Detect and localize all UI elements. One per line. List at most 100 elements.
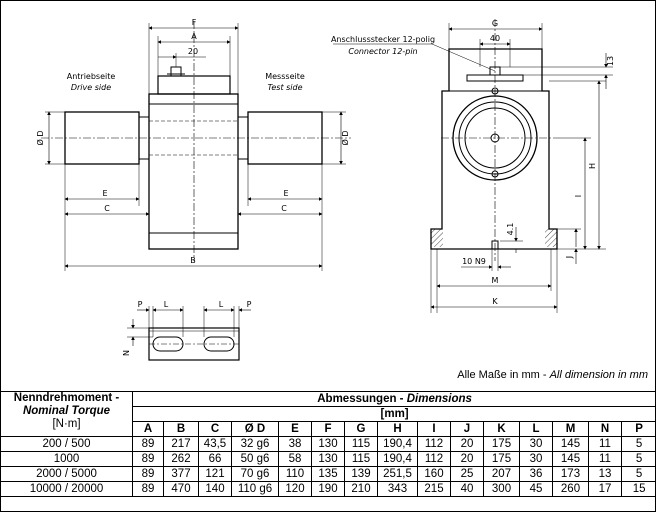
dimension-cell: 43,5 <box>198 436 232 452</box>
dimension-cell: 377 <box>163 466 199 482</box>
dimension-cell: 112 <box>417 451 451 467</box>
test-side-label: Messseite <box>265 72 305 81</box>
dimension-cell: 50 g6 <box>231 451 279 467</box>
units-note-en: All dimension in mm <box>549 369 648 381</box>
dimensions-header-en: Dimensions <box>406 392 472 405</box>
dimension-cell: 262 <box>163 451 199 467</box>
dim-H: H <box>588 163 597 169</box>
torque-cell: 2000 / 5000 <box>0 466 133 482</box>
column-header: M <box>552 421 589 437</box>
column-header: L <box>519 421 553 437</box>
torque-header-unit: [N·m] <box>52 418 81 430</box>
column-header: H <box>377 421 418 437</box>
dimension-cell: 130 <box>311 451 345 467</box>
dimension-cell: 300 <box>483 481 520 497</box>
dim-4-1: 4.1 <box>506 223 515 236</box>
dimension-cell: 470 <box>163 481 199 497</box>
dimension-cell: 215 <box>417 481 451 497</box>
dim-N: N <box>122 350 131 356</box>
dim-L-1: L <box>164 300 169 309</box>
column-header: J <box>450 421 484 437</box>
dimension-cell: 135 <box>311 466 345 482</box>
dimension-cell: 217 <box>163 436 199 452</box>
dimension-cell: 5 <box>620 436 656 452</box>
dimension-cell: 130 <box>311 436 345 452</box>
column-header: C <box>198 421 232 437</box>
dimension-cell: 260 <box>552 481 589 497</box>
dimension-cell: 11 <box>588 451 622 467</box>
dimension-cell: 190 <box>311 481 345 497</box>
dimension-cell: 190,4 <box>377 451 418 467</box>
dimensions-unit: [mm] <box>131 406 656 422</box>
dimension-cell: 175 <box>483 436 520 452</box>
dim-20: 20 <box>188 47 198 56</box>
dimension-cell: 66 <box>198 451 232 467</box>
dimension-cell: 5 <box>620 451 656 467</box>
units-note: Alle Maße in mm - All dimension in mm <box>457 369 648 381</box>
dimension-cell: 145 <box>552 436 589 452</box>
dimension-cell: 89 <box>132 451 164 467</box>
dim-G: G <box>492 19 498 28</box>
keyway-detail <box>127 306 251 361</box>
column-header: Ø D <box>231 421 279 437</box>
dimension-cell: 121 <box>198 466 232 482</box>
dimension-cell: 190,4 <box>377 436 418 452</box>
dimension-cell: 20 <box>450 451 484 467</box>
dimension-cell: 40 <box>450 481 484 497</box>
dimension-table: Nenndrehmoment - Nominal Torque [N·m] Ab… <box>0 391 656 497</box>
dimension-cell: 11 <box>588 436 622 452</box>
dimension-cell: 89 <box>132 466 164 482</box>
dim-L-2: L <box>219 300 224 309</box>
dimension-cell: 36 <box>519 466 553 482</box>
dimension-cell: 173 <box>552 466 589 482</box>
dim-I: I <box>574 195 583 197</box>
dimension-cell: 25 <box>450 466 484 482</box>
technical-drawing: Antriebseite Drive side Messseite Test s… <box>35 18 615 361</box>
dimension-cell: 70 g6 <box>231 466 279 482</box>
torque-cell: 10000 / 20000 <box>0 481 133 497</box>
dimension-cell: 32 g6 <box>231 436 279 452</box>
dim-P-2: P <box>247 300 252 309</box>
dim-K: K <box>492 297 498 306</box>
dim-D-right: Ø D <box>340 131 350 146</box>
dimension-cell: 15 <box>620 481 656 497</box>
torque-header: Nenndrehmoment - Nominal Torque [N·m] <box>0 391 133 437</box>
dim-C-right: C <box>281 204 287 213</box>
front-view <box>333 19 613 313</box>
torque-header-en: Nominal Torque <box>22 405 111 417</box>
dimension-cell: 112 <box>417 436 451 452</box>
connector-label-en: Connector 12-pin <box>348 47 417 56</box>
dimension-cell: 30 <box>519 436 553 452</box>
drive-side-label-en: Drive side <box>71 83 111 92</box>
dimension-cell: 210 <box>344 481 378 497</box>
dimension-cell: 251,5 <box>377 466 418 482</box>
torque-cell: 200 / 500 <box>0 436 133 452</box>
dimensions-header: Abmessungen - Dimensions <box>131 391 656 407</box>
test-side-label-en: Test side <box>267 83 302 92</box>
dim-D-left: Ø D <box>35 131 45 146</box>
column-header: E <box>278 421 312 437</box>
dimension-cell: 139 <box>344 466 378 482</box>
dim-13: 13 <box>606 56 615 66</box>
side-view <box>41 21 351 271</box>
dimension-cell: 140 <box>198 481 232 497</box>
dim-E-left: E <box>102 189 107 198</box>
dimensions-header-de: Abmessungen - <box>317 392 407 405</box>
dimension-cell: 343 <box>377 481 418 497</box>
dimension-cell: 160 <box>417 466 451 482</box>
dim-P-1: P <box>138 300 143 309</box>
dimension-cell: 175 <box>483 451 520 467</box>
dimension-cell: 115 <box>344 436 378 452</box>
dim-E-right: E <box>283 189 288 198</box>
drive-side-label: Antriebseite <box>67 72 116 81</box>
units-note-de: Alle Maße in mm - <box>457 369 550 381</box>
dimension-cell: 207 <box>483 466 520 482</box>
dimension-cell: 30 <box>519 451 553 467</box>
column-header: B <box>163 421 199 437</box>
dim-J: J <box>565 256 574 259</box>
column-header: I <box>417 421 451 437</box>
